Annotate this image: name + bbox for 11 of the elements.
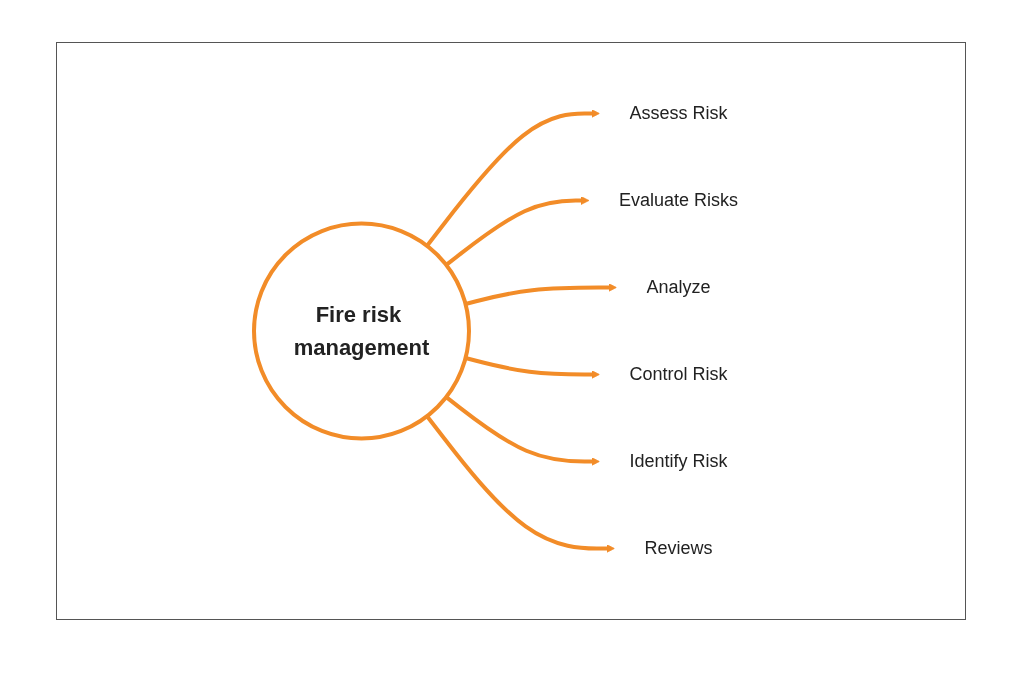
arrow xyxy=(425,109,600,248)
node-text: Control Risk xyxy=(629,364,728,384)
arrow xyxy=(445,395,600,466)
node-text: Reviews xyxy=(644,538,713,558)
node-text: Evaluate Risks xyxy=(618,190,739,210)
arrow xyxy=(425,414,615,553)
arrow xyxy=(445,196,590,267)
node-text: Assess Risk xyxy=(629,103,728,123)
node-text: Analyze xyxy=(646,277,711,297)
node-text: Identify Risk xyxy=(629,451,728,471)
node-circle: Fire risk management xyxy=(251,221,471,441)
